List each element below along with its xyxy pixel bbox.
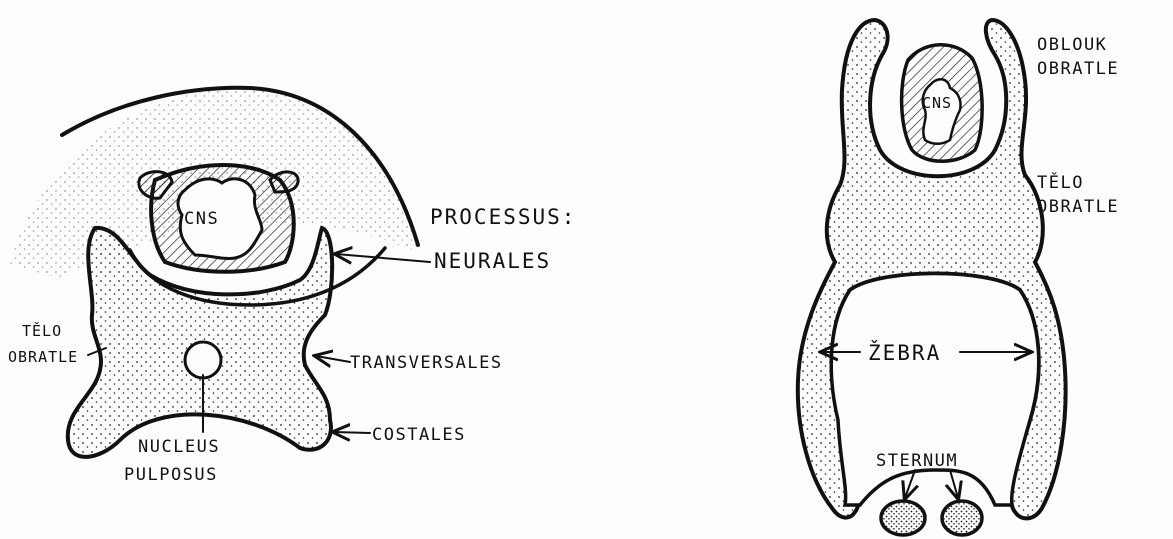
sternum-right [942,501,982,535]
neurales-label: NEURALES [434,249,551,273]
left-telo-line2: OBRATLE [8,348,78,366]
sternum-left [881,501,925,535]
oblouk-line1: OBLOUK [1037,35,1107,55]
right-telo-line1: TĚLO [1037,171,1084,193]
nucleus-pulposus [185,342,221,378]
left-telo-line1: TĚLO [22,321,62,340]
transversales-label: TRANSVERSALES [350,353,503,373]
costales-pointer [334,432,370,433]
processus-label: PROCESSUS: [430,205,576,229]
costales-label: COSTALES [372,425,466,445]
right-cns-label: CNS [922,94,952,112]
nucleus-line1: NUCLEUS [138,437,220,457]
right-telo-line2: OBRATLE [1037,197,1119,217]
sternum-pointer-right [950,470,958,498]
right-vertebra-figure: CNS OBLOUK OBRATLE TĚLO OBRATLE ŽEBRA ST… [798,20,1119,535]
neurales-pointer [336,254,430,262]
left-vertebra-figure: CNS PROCESSUS: NEURALES TĚLO OBRATLE TRA… [8,88,576,485]
left-cns-label: CNS [184,209,219,229]
nucleus-line2: PULPOSUS [124,465,218,485]
zebra-label: ŽEBRA [868,340,941,365]
sternum-label: STERNUM [876,451,958,471]
neural-process-right-stub [270,172,298,192]
oblouk-line2: OBRATLE [1037,59,1119,79]
transversales-pointer [316,356,350,362]
